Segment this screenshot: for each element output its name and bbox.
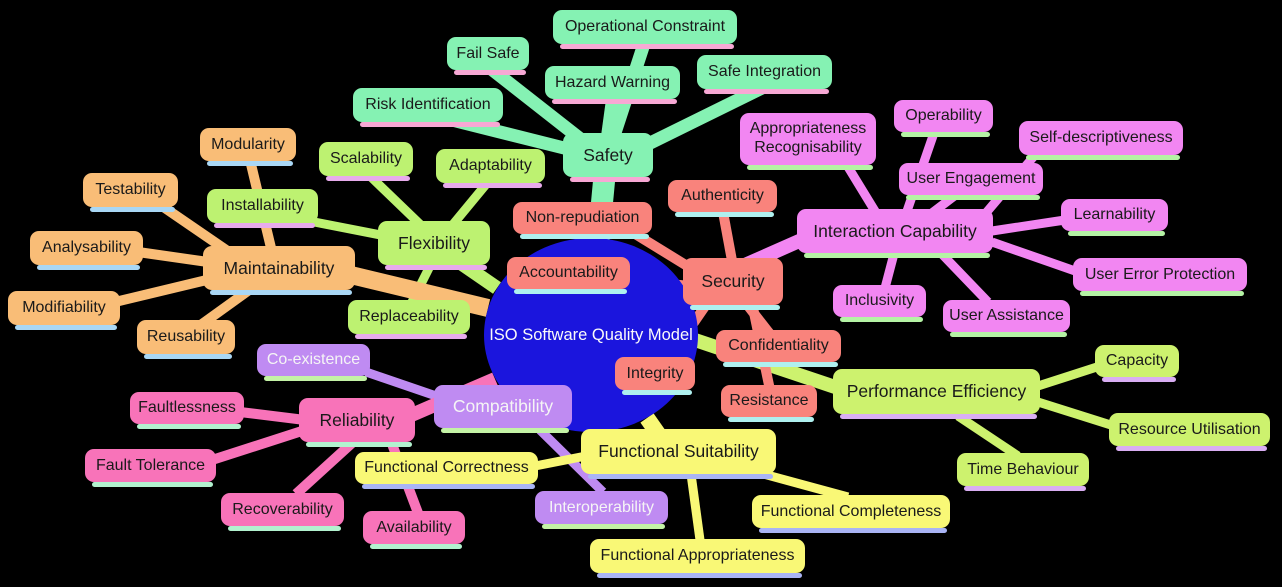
node-adaptability: Adaptability: [436, 149, 545, 188]
node-inclusivity: Inclusivity: [833, 285, 926, 322]
node-replaceability: Replaceability: [348, 300, 470, 339]
node-user-error-protection: User Error Protection: [1073, 258, 1247, 296]
branch-functional-suitability: Functional Suitability: [581, 429, 776, 479]
node-resource-utilisation: Resource Utilisation: [1109, 413, 1270, 451]
node-confidentiality: Confidentiality: [716, 330, 841, 367]
branch-interaction-capability: Interaction Capability: [797, 209, 993, 258]
node-operability: Operability: [894, 100, 993, 137]
branch-flexibility: Flexibility: [378, 221, 490, 270]
node-risk-identification: Risk Identification: [353, 88, 503, 127]
node-user-engagement: User Engagement: [899, 163, 1043, 200]
node-non-repudiation: Non-repudiation: [513, 202, 652, 239]
node-functional-completeness: Functional Completeness: [752, 495, 950, 533]
node-testability: Testability: [83, 173, 178, 212]
node-scalability: Scalability: [319, 142, 413, 181]
branch-safety: Safety: [563, 133, 653, 182]
branch-compatibility: Compatibility: [434, 385, 572, 433]
branch-security: Security: [683, 258, 783, 310]
node-learnability: Learnability: [1061, 199, 1168, 236]
node-interoperability: Interoperability: [535, 491, 668, 529]
node-safe-integration: Safe Integration: [697, 55, 832, 94]
node-authenticity: Authenticity: [668, 180, 777, 217]
node-accountability: Accountability: [507, 257, 630, 294]
branch-performance-efficiency: Performance Efficiency: [833, 369, 1040, 419]
node-self-descriptiveness: Self-descriptiveness: [1019, 121, 1183, 160]
node-capacity: Capacity: [1095, 345, 1179, 382]
node-appropriateness-recognisability: Appropriateness Recognisability: [740, 113, 876, 170]
node-operational-constraint: Operational Constraint: [553, 10, 737, 49]
node-analysability: Analysability: [30, 231, 143, 270]
node-fault-tolerance: Fault Tolerance: [85, 449, 216, 487]
node-functional-correctness: Functional Correctness: [355, 452, 538, 489]
node-functional-appropriateness: Functional Appropriateness: [590, 539, 805, 578]
node-resistance: Resistance: [721, 385, 817, 422]
node-reusability: Reusability: [137, 320, 235, 359]
node-time-behaviour: Time Behaviour: [957, 453, 1089, 491]
node-faultlessness: Faultlessness: [130, 392, 244, 429]
node-installability: Installability: [207, 189, 318, 228]
node-modularity: Modularity: [200, 128, 296, 166]
node-modifiability: Modifiability: [8, 291, 120, 330]
branch-maintainability: Maintainability: [203, 246, 355, 295]
node-co-existence: Co-existence: [257, 344, 370, 381]
branch-reliability: Reliability: [299, 398, 415, 447]
node-recoverability: Recoverability: [221, 493, 344, 531]
node-user-assistance: User Assistance: [943, 300, 1070, 337]
node-hazard-warning: Hazard Warning: [545, 66, 680, 104]
node-availability: Availability: [363, 511, 465, 549]
node-integrity: Integrity: [615, 357, 695, 395]
node-fail-safe: Fail Safe: [447, 37, 529, 75]
